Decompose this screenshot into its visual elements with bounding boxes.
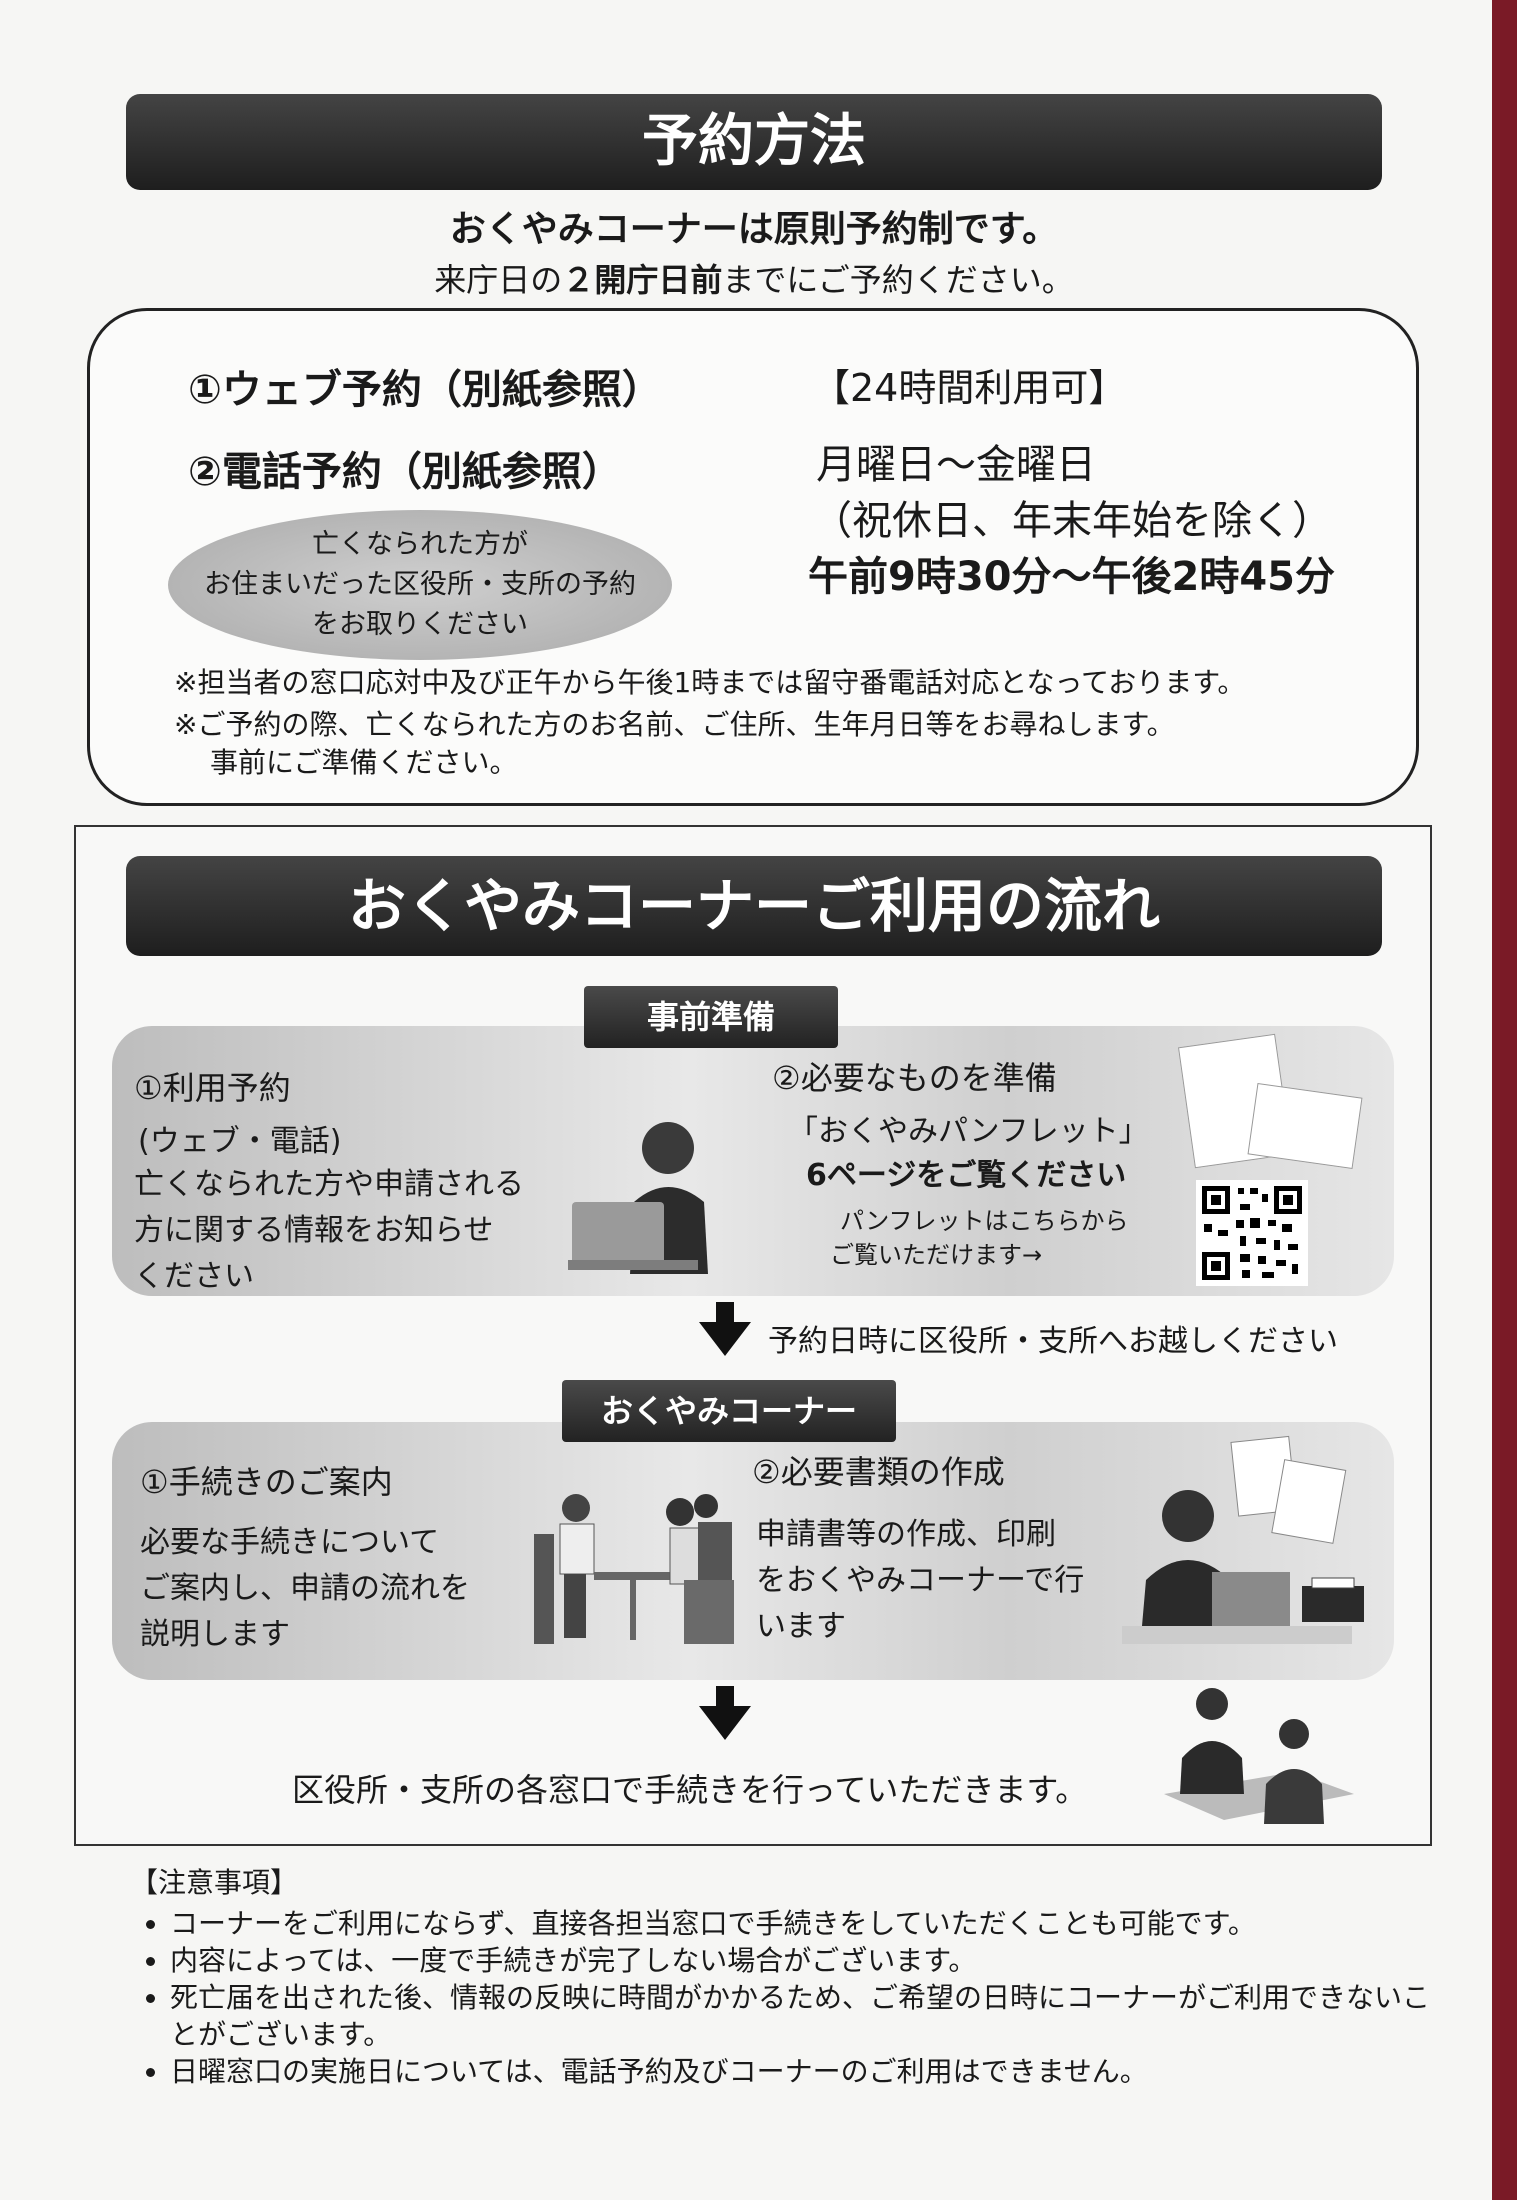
step1-title: ①利用予約 [134, 1069, 291, 1107]
counter-service-illustration [1164, 1688, 1354, 1824]
step4-line: をおくやみコーナーで行 [756, 1563, 1085, 1598]
reservation-office-notice: 亡くなられた方が お住まいだった区役所・支所の予約 をお取りください [168, 510, 672, 660]
woman-laptop-illustration [568, 1122, 708, 1274]
step3-line: 必要な手続きについて [140, 1525, 440, 1560]
notice-line: 亡くなられた方が [312, 529, 528, 560]
flow-arrow-1-stem [716, 1302, 734, 1324]
flow-arrow-1 [699, 1322, 751, 1356]
notes-heading: 【注意事項】 [130, 1866, 299, 1899]
consultation-meeting-illustration [534, 1494, 734, 1644]
web-hours: 【24時間利用可】 [812, 366, 1127, 410]
step3-line: 説明します [140, 1617, 290, 1652]
lead-bold: ２開庁日前 [562, 261, 723, 299]
step3-title: ①手続きのご案内 [140, 1463, 393, 1501]
step2-small1: パンフレットはこちらから [840, 1207, 1129, 1235]
reservation-title-banner: 予約方法 [126, 94, 1382, 190]
note-item: 死亡届を出された後、情報の反映に時間がかかるため、ご希望の日時にコーナーがご利用… [170, 1979, 1430, 2053]
step1-line: 方に関する情報をお知らせ [134, 1213, 494, 1248]
flow-title: おくやみコーナーご利用の流れ [347, 872, 1160, 940]
step2-small2: ご覧いただけます→ [830, 1241, 1043, 1269]
step4-title: ②必要書類の作成 [752, 1453, 1005, 1491]
form-document-image [1247, 1082, 1363, 1170]
step1-desc: 亡くなられた方や申請される 方に関する情報をお知らせ ください [134, 1162, 524, 1300]
step2-line1: 「おくやみパンフレット」 [788, 1114, 1149, 1149]
pamphlet-qr-code[interactable] [1196, 1180, 1308, 1286]
step4-desc: 申請書等の作成、印刷 をおくやみコーナーで行 います [756, 1512, 1084, 1650]
notice-line: お住まいだった区役所・支所の予約 [204, 569, 636, 600]
step1-line: ください [134, 1259, 254, 1294]
notice-line: をお取りください [312, 609, 528, 640]
notes-section: 【注意事項】 コーナーをご利用にならず、直接各担当窓口で手続きをしていただくこと… [130, 1864, 1430, 2090]
arrow1-text: 予約日時に区役所・支所へお越しください [768, 1324, 1338, 1359]
step3-line: ご案内し、申請の流れを [140, 1571, 470, 1606]
staff-computer-illustration [1122, 1435, 1364, 1644]
reservation-lead-2: 来庁日の２開庁日前までにご予約ください。 [126, 258, 1382, 302]
step2-line2: 6ページをご覧ください [806, 1158, 1127, 1193]
phone-reservation: ②電話予約（別紙参照） [188, 449, 622, 495]
phone-hours: 午前9時30分～午後2時45分 [808, 554, 1335, 600]
lead-post: までにご予約ください。 [722, 261, 1074, 299]
note-item: 日曜窓口の実施日については、電話予約及びコーナーのご利用はできません。 [170, 2053, 1430, 2090]
step1-line: 亡くなられた方や申請される [134, 1167, 524, 1202]
phone-days: 月曜日～金曜日 [816, 442, 1096, 488]
final-step-text: 区役所・支所の各窓口で手続きを行っていただきます。 [292, 1771, 1088, 1809]
reservation-note-2: ※ご予約の際、亡くなられた方のお名前、ご住所、生年月日等をお尋ねします。 [174, 708, 1175, 741]
prep-tag: 事前準備 [584, 986, 838, 1048]
reservation-note-1: ※担当者の窓口応対中及び正午から午後1時までは留守番電話対応となっております。 [174, 666, 1246, 699]
step3-desc: 必要な手続きについて ご案内し、申請の流れを 説明します [140, 1520, 470, 1658]
flow-arrow-2 [699, 1706, 751, 1740]
note-item: コーナーをご利用にならず、直接各担当窓口で手続きをしていただくことも可能です。 [170, 1905, 1430, 1942]
phone-except: （祝休日、年末年始を除く） [812, 498, 1332, 544]
reservation-note-2b: 事前にご準備ください。 [210, 746, 518, 779]
reservation-title: 予約方法 [642, 109, 866, 174]
web-reservation: ①ウェブ予約（別紙参照） [188, 367, 662, 413]
note-item: 内容によっては、一度で手続きが完了しない場合がございます。 [170, 1942, 1430, 1979]
step2-title: ②必要なものを準備 [772, 1059, 1057, 1097]
flow-title-banner: おくやみコーナーご利用の流れ [126, 856, 1382, 956]
step4-line: います [756, 1609, 846, 1644]
notes-list: コーナーをご利用にならず、直接各担当窓口で手続きをしていただくことも可能です。 … [130, 1905, 1430, 2090]
flow-arrow-2-stem [716, 1686, 734, 1708]
reservation-lead-1: おくやみコーナーは原則予約制です。 [449, 209, 1059, 250]
step4-line: 申請書等の作成、印刷 [756, 1517, 1056, 1552]
corner-tag: おくやみコーナー [562, 1380, 896, 1442]
lead-pre: 来庁日の [434, 261, 563, 299]
step1-sub: (ウェブ・電話) [138, 1124, 342, 1159]
